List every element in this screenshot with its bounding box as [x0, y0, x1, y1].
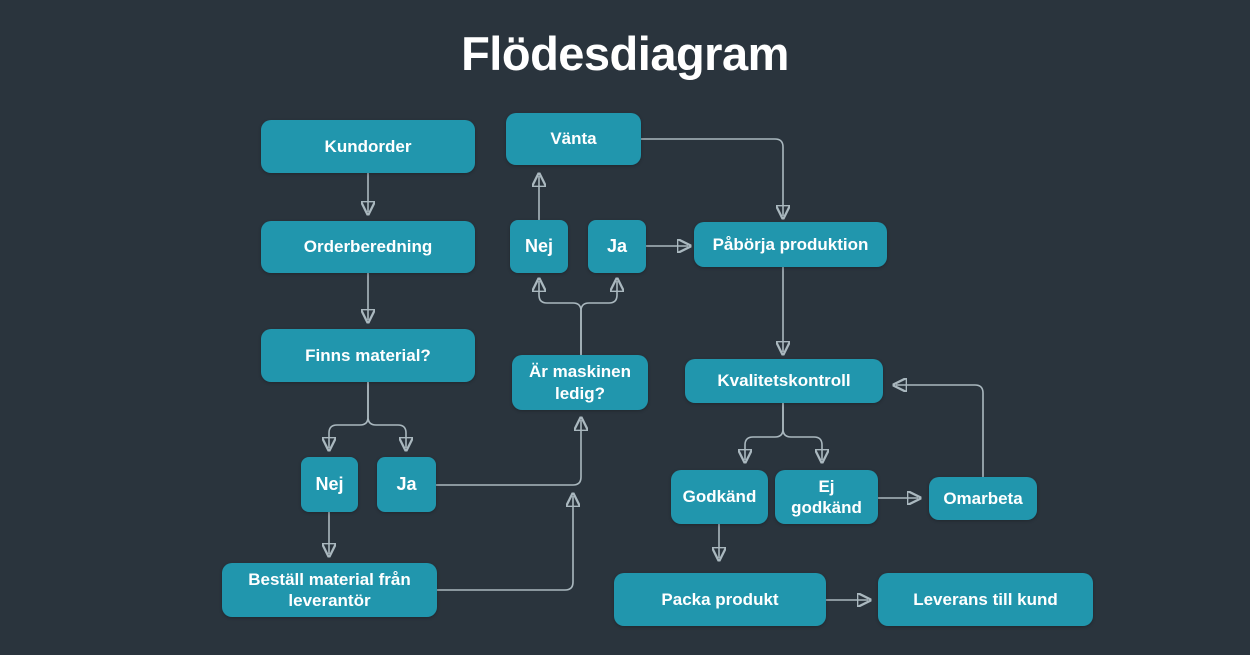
node-kvalitetskontroll: Kvalitetskontroll	[685, 359, 883, 403]
page-title: Flödesdiagram	[461, 27, 789, 80]
edge-vanta-paborja	[641, 138, 783, 216]
edge-ja-armaskinen	[436, 420, 581, 486]
node-vanta: Vänta	[506, 113, 641, 165]
node-bestall-material: Beställ material från leverantör	[222, 563, 437, 617]
edge-armaskinen-nejmaskin	[539, 281, 582, 355]
node-finns-material: Finns material?	[261, 329, 475, 382]
node-ja-maskin: Ja	[588, 220, 646, 273]
node-paborja-produktion: Påbörja produktion	[694, 222, 887, 267]
node-orderberedning: Orderberedning	[261, 221, 475, 273]
edge-kvalitet-godkand	[745, 403, 784, 460]
node-packa-produkt: Packa produkt	[614, 573, 826, 626]
edge-armaskinen-jamaskin	[580, 281, 617, 355]
node-omarbeta: Omarbeta	[929, 477, 1037, 520]
node-ja-material: Ja	[377, 457, 436, 512]
node-nej-maskin: Nej	[510, 220, 568, 273]
node-godkand: Godkänd	[671, 470, 768, 524]
node-ar-maskinen-ledig: Är maskinen ledig?	[512, 355, 648, 410]
edge-finns-ja	[367, 382, 406, 448]
node-nej-material: Nej	[301, 457, 358, 512]
edge-finns-nej	[329, 382, 369, 448]
edge-bestall-join	[437, 496, 573, 591]
node-kundorder: Kundorder	[261, 120, 475, 173]
edge-kvalitet-ejgodkand	[782, 403, 822, 460]
edge-omarbeta-kvalitet	[896, 385, 984, 477]
node-ej-godkand: Ej godkänd	[775, 470, 878, 524]
node-leverans-till-kund: Leverans till kund	[878, 573, 1093, 626]
